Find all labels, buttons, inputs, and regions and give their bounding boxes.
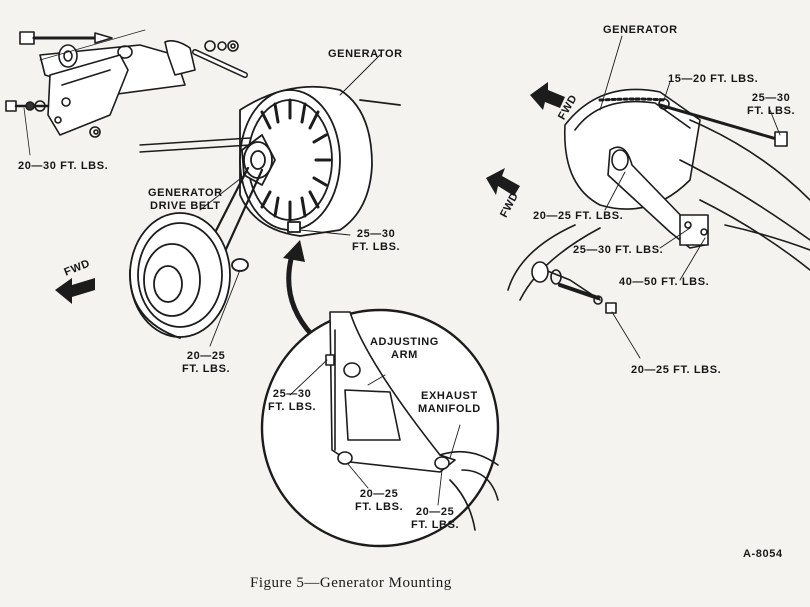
label-generator-right: GENERATOR	[603, 24, 678, 36]
label-torque-20-25-right: 20—25 FT. LBS.	[533, 210, 624, 222]
fwd-arrow-left	[55, 278, 95, 304]
reference-id: A-8054	[743, 548, 783, 560]
label-inset-torque-20-25b-line2: FT. LBS.	[411, 519, 460, 531]
fwd-arrow-right-top	[530, 82, 565, 110]
label-pulley-torque-line2: FT. LBS.	[182, 363, 231, 375]
label-torque-20-25-bottom: 20—25 FT. LBS.	[631, 364, 722, 376]
label-pivot-torque-line2: FT. LBS.	[352, 241, 401, 253]
label-pivot-torque-line1: 25—30	[356, 228, 396, 240]
label-inset-torque-20-25a-line1: 20—25	[359, 488, 399, 500]
callout-arrow	[283, 240, 315, 338]
label-drive-belt-line1: GENERATOR	[148, 187, 223, 199]
label-inset-torque-25-30: 25—30 FT. LBS.	[268, 388, 316, 414]
label-drive-belt: GENERATOR DRIVE BELT	[148, 187, 223, 213]
mounting-bracket	[5, 29, 248, 156]
figure-caption: Figure 5—Generator Mounting	[250, 575, 452, 591]
label-torque-25-30-right: 25—30 FT. LBS.	[747, 92, 795, 118]
label-torque-25-30-mid: 25—30 FT. LBS.	[573, 244, 664, 256]
label-torque-15-20: 15—20 FT. LBS.	[668, 73, 759, 85]
label-pivot-torque: 25—30 FT. LBS.	[352, 228, 400, 254]
label-inset-torque-25-30-line1: 25—30	[272, 388, 312, 400]
label-adjusting-arm: ADJUSTING ARM	[370, 336, 439, 362]
label-exhaust-manifold-line1: EXHAUST	[421, 390, 478, 402]
label-generator-left: GENERATOR	[328, 48, 403, 60]
leader-lines	[199, 35, 781, 359]
label-pulley-torque: 20—25 FT. LBS.	[182, 350, 230, 376]
label-inset-torque-25-30-line2: FT. LBS.	[268, 401, 317, 413]
label-adjusting-arm-line2: ARM	[391, 349, 418, 361]
generator-right	[507, 88, 810, 314]
generator-left	[139, 85, 401, 237]
label-adjusting-arm-line1: ADJUSTING	[370, 336, 439, 348]
label-drive-belt-line2: DRIVE BELT	[150, 200, 221, 212]
label-inset-torque-20-25a-line2: FT. LBS.	[355, 501, 404, 513]
label-bracket-torque: 20—30 FT. LBS.	[18, 160, 109, 172]
label-torque-25-30-right-line1: 25—30	[751, 92, 791, 104]
label-exhaust-manifold-line2: MANIFOLD	[418, 403, 481, 415]
label-torque-25-30-right-line2: FT. LBS.	[747, 105, 796, 117]
label-inset-torque-20-25b-line1: 20—25	[415, 506, 455, 518]
label-pulley-torque-line1: 20—25	[186, 350, 226, 362]
drive-belt-and-pulley	[129, 166, 264, 339]
label-inset-torque-20-25b: 20—25 FT. LBS.	[411, 506, 459, 532]
label-exhaust-manifold: EXHAUST MANIFOLD	[418, 390, 481, 416]
label-torque-40-50: 40—50 FT. LBS.	[619, 276, 710, 288]
label-inset-torque-20-25a: 20—25 FT. LBS.	[355, 488, 403, 514]
fwd-arrow-right-mid	[486, 168, 520, 196]
detail-inset	[260, 308, 500, 548]
